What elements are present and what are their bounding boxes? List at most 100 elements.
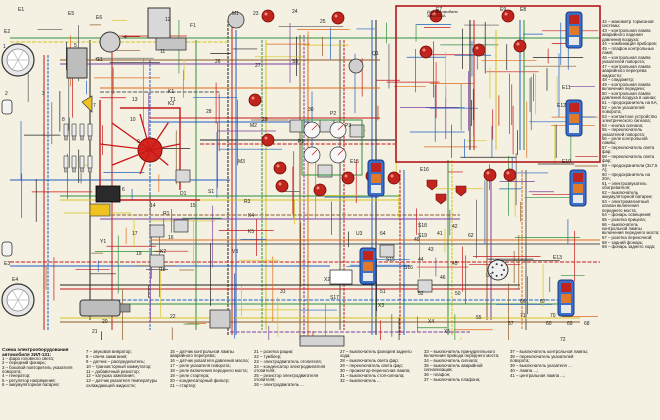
caption-item: 3 – боковой повторитель указателя поворо… [2,364,73,375]
component-label-m2: M2 [250,123,257,129]
component-label-e9: E9 [500,7,507,13]
right-legend-entry: 43 – контрольная лампа аварийного падени… [602,27,651,42]
component-label-u1: U1 [486,273,493,279]
warning-lamp [261,133,275,147]
legend-entry: 13 – датчик указателя температуры охлажд… [86,378,158,388]
legend-column: 27 – выключатель фонарей заднего хода;28… [340,350,420,384]
rear-lamp-right-lower-stop [561,283,571,292]
warning-lamp-shine [264,12,268,16]
warning-lamp [419,45,433,59]
gauge-needle [311,149,318,156]
caption-item: 2 – передний фонарь; [2,360,46,366]
component-label-l22: 22 [170,314,176,320]
legend-entry: 18 – реле включения переднего моста; [170,367,248,373]
right-legend-entry: 52 – реле указателей поворота; [602,104,645,114]
instrument-cluster [301,119,363,176]
right-legend-entry: 56 – реле контрольной лампы; [602,136,648,146]
generator [99,31,121,53]
bottom-legend: 7 – звуковой вибратор;8 – свеча зажигани… [86,350,600,420]
right-legend-entry: 53 – контактное устройство электрическог… [602,113,657,123]
component-label-l15: 15 [190,203,196,209]
ignition-wire [111,149,151,166]
relay [175,169,191,183]
legend-entry: 15 – датчик контрольной лампы аварийного… [170,350,234,359]
component-label-e13: E13 [553,255,562,261]
legend-column: 33 – выключатель принудительного включен… [424,350,504,383]
legend-entry: 22 – тумблер; [254,353,282,359]
component-label-e8: E8 [520,7,527,13]
relay [289,119,305,133]
rear-lamp-right-reverse [573,195,583,203]
inset-frame [395,5,601,163]
component-label-l12: 12 [165,17,171,23]
legend-entry: 37 – выключатель контрольной лампы; [510,350,589,354]
gauge-needle [311,124,318,131]
caption-item: 4 – генератор; [2,373,31,379]
component-label-x4: X4 [428,319,435,325]
warning-lamp [331,11,345,25]
component-label-l11: 11 [160,49,166,55]
warning-lamp [273,161,287,175]
fuse-box [299,335,345,347]
relay [417,279,433,293]
right-legend-entry: 64 – фонарь освещения; [602,212,652,218]
component-label-l3: 3 [42,91,45,97]
rear-lamp-inset-lower-reverse [569,125,579,133]
battery-switch [89,203,111,217]
component-label-l27: 27 [255,63,261,69]
socket-pin [500,264,503,267]
component-label-l72: 72 [560,337,566,343]
right-legend-entry: 57 – переключатель света фар; [602,145,655,155]
warning-lamp [313,183,327,197]
headlamp-left-top-ray [12,50,19,61]
warning-lamp [387,171,401,185]
component-label-d1: D1 [180,191,187,197]
warning-lamp-shine [390,174,394,178]
caption-item: 1 – фара головного света; [2,356,55,362]
component-label-u3: U3 [356,231,363,237]
component-label-l46: 46 [440,275,446,281]
right-legend-entry: 44 – комбинация приборов; [602,41,658,47]
component-label-s17: S17 [330,295,339,301]
legend-column: 37 – выключатель контрольной лампы;38 – … [510,350,590,379]
component-label-k1: K1 [168,89,175,95]
legend-entry: 26 – электродвигатель ... [254,382,304,388]
spark-plug-tip [80,135,84,141]
warning-lamp [483,168,497,182]
legend-entry: 10 – транзисторный коммутатор; [86,363,152,369]
wiper-motor [227,11,245,29]
component-label-l62: 62 [468,233,474,239]
legend-entry: 27 – выключатель фонарей заднего хода; [340,350,412,359]
spark-plug-tip [88,135,92,141]
caption-item: 5 – регулятор напряжения; [2,377,56,383]
caption-title: Схема электрооборудования автомобиля ЗИЛ… [2,348,69,357]
socket-pin [500,273,503,276]
relay [149,224,165,238]
component-label-l25: 25 [320,19,326,25]
legend-entry: 28 – выключатель света фар; [340,358,399,364]
warning-lamp [275,179,289,193]
component-label-l44: 44 [418,257,424,263]
component-label-l51: 51 [380,289,386,295]
component-label-l28: 28 [206,109,212,115]
component-label-l68: 68 [584,321,590,327]
spark-plug-tip [88,167,92,173]
component-label-l60: 60 [546,321,552,327]
right-legend-entry: 49 – контрольная лампа включения передач… [602,81,651,92]
warning-lamp-shine [486,171,490,175]
legend-entry: 20 – конденсаторный фильтр; [170,377,230,383]
spark-plug-tip [64,167,68,173]
ignition-wire [149,143,181,151]
component-label-e4: E4 [12,277,19,283]
battery [95,185,121,203]
ignition-wire [149,149,169,166]
legend-entry: 36 – плафон; [424,372,451,378]
component-label-l69: 69 [567,321,573,327]
component-label-e12: E12 [557,103,566,109]
warning-lamp-shine [278,182,282,186]
spark-plug-tip [72,167,76,173]
right-legend-entry: 61 – электрозвукатель обогревателя; [602,181,647,191]
legend-entry: 21 – розетка рации; [254,350,294,354]
warning-lamp [341,171,355,185]
component-label-s19: S19 [418,233,427,239]
